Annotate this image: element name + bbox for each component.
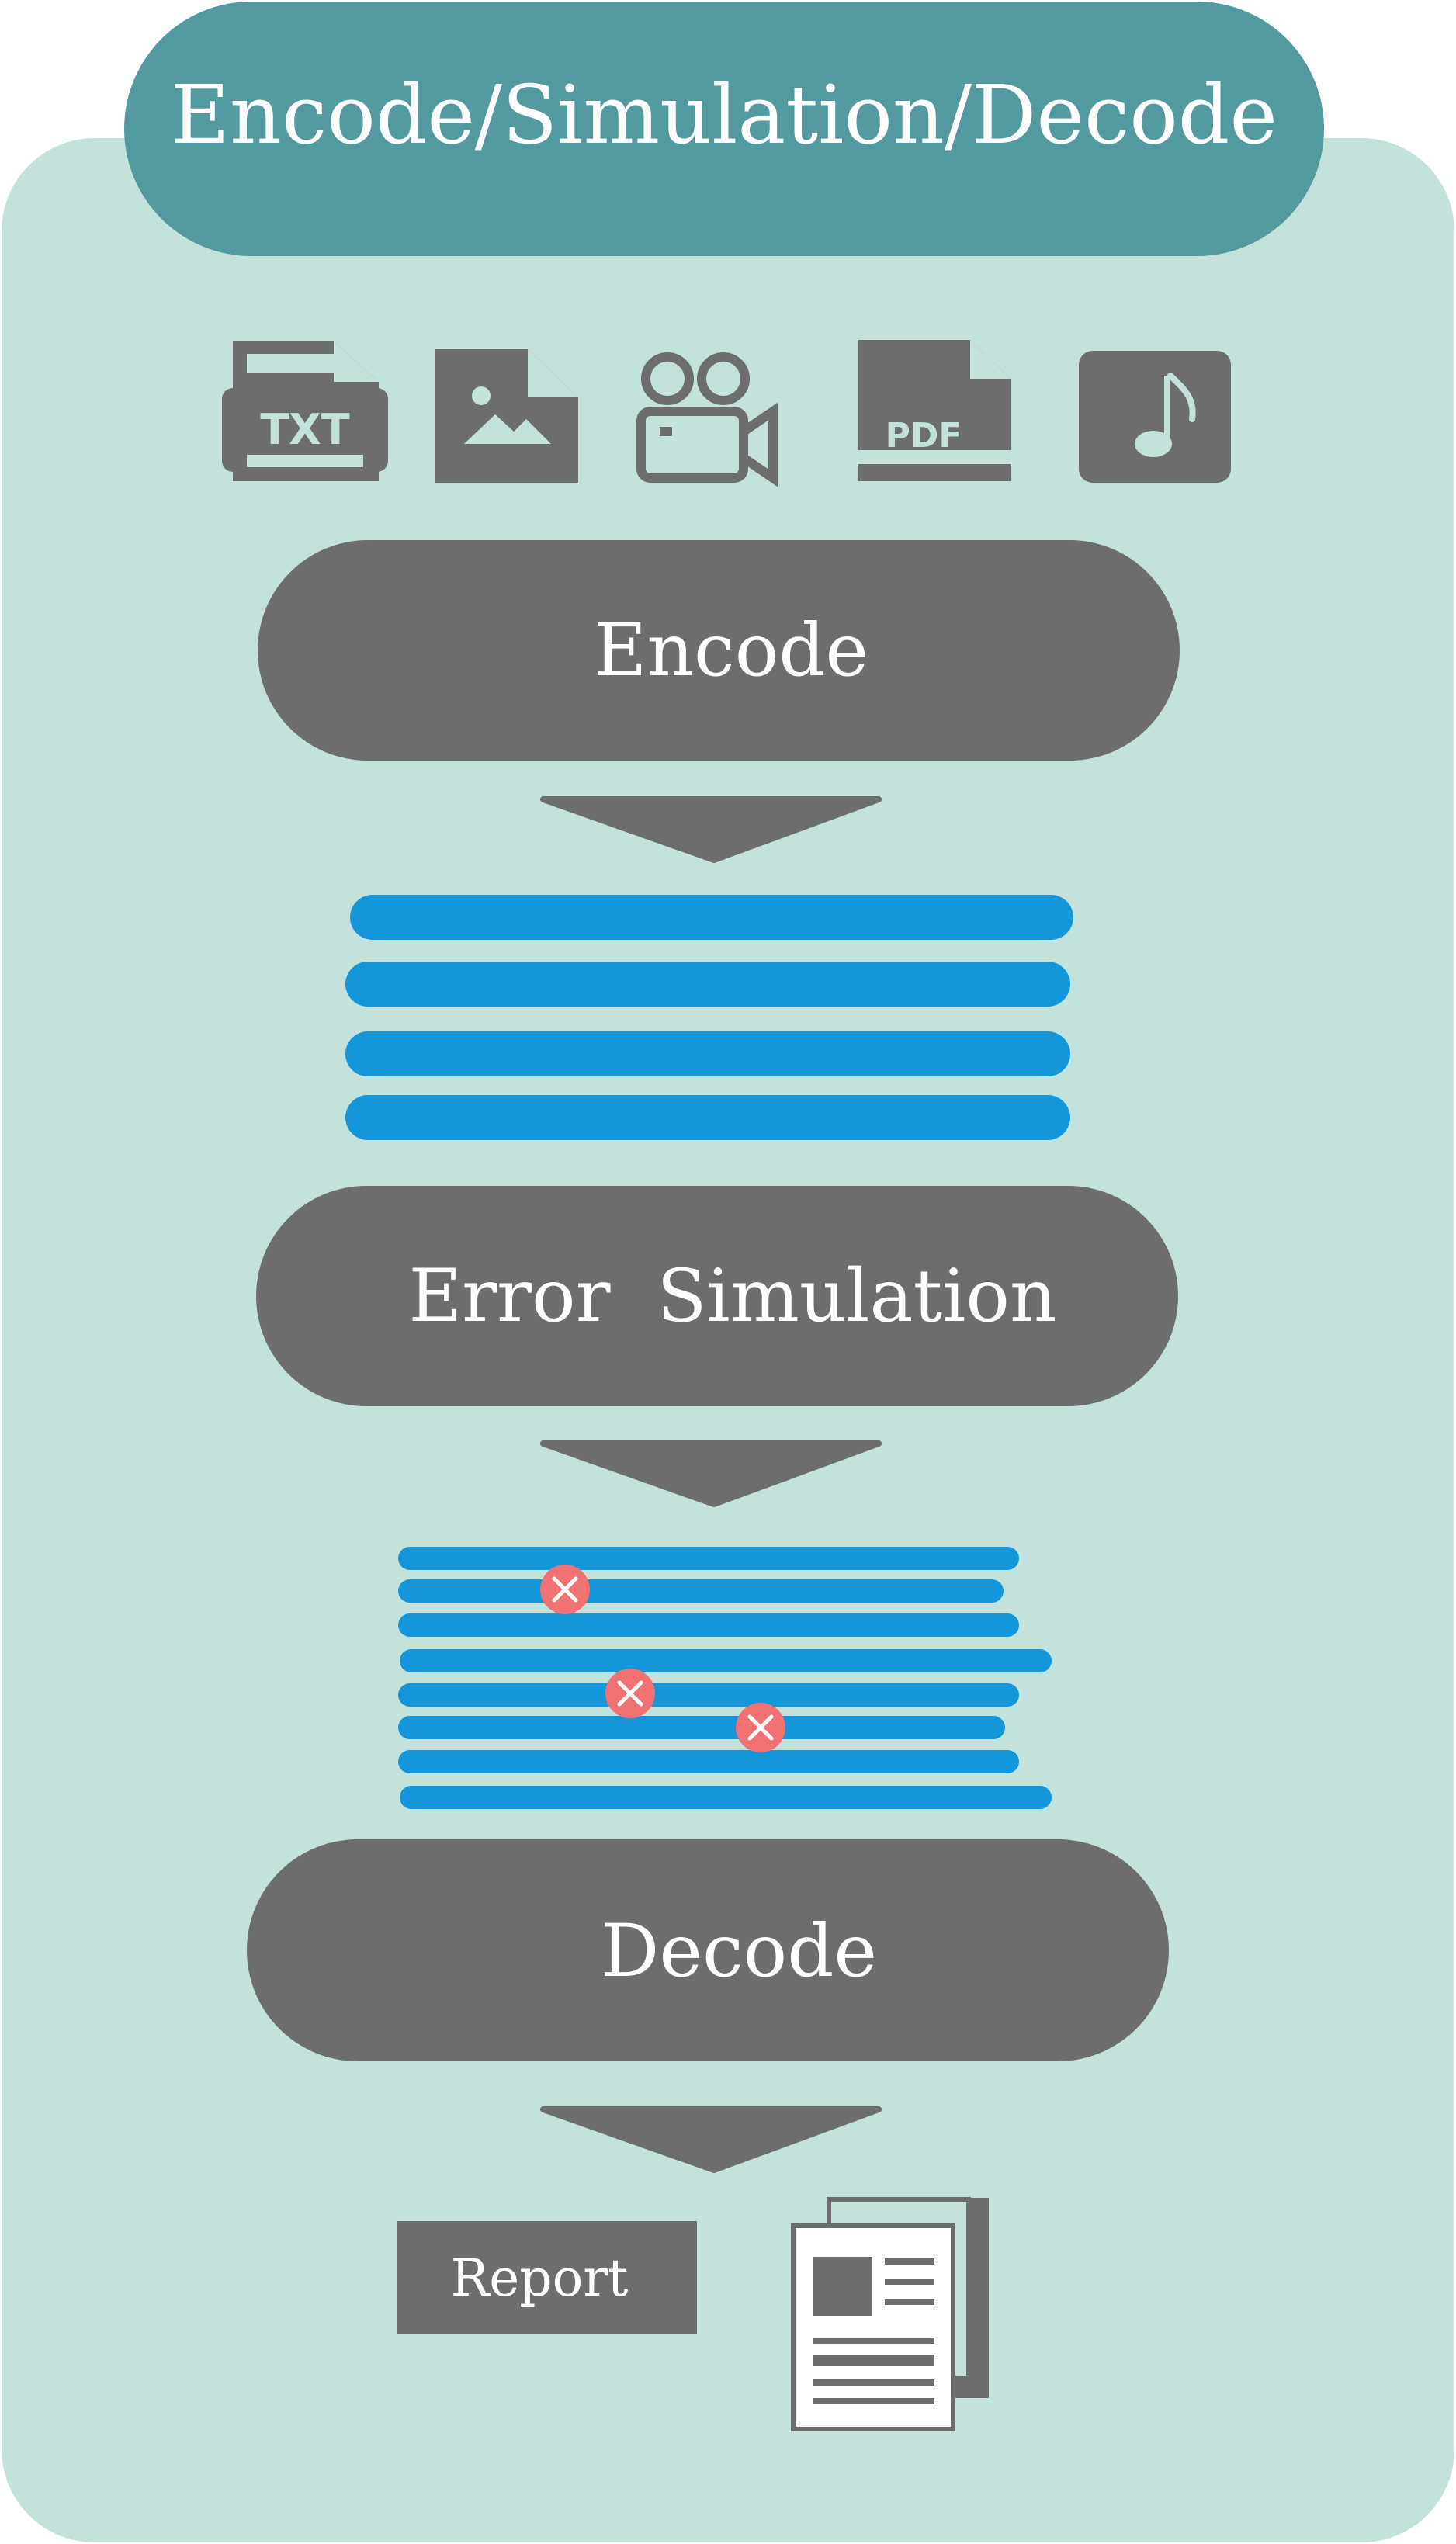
error-simulation-step: Error Simulation (256, 1186, 1178, 1406)
simulated-strands (398, 1547, 1052, 1809)
report-document-icon (791, 2197, 989, 2431)
error-mark-icon (540, 1565, 590, 1614)
encode-step: Encode (258, 540, 1180, 761)
decode-label: Decode (601, 1909, 877, 1994)
pdf-file-icon: PDF (858, 340, 1011, 481)
flow-arrow-3 (540, 2106, 882, 2173)
report-output: Report (397, 2221, 697, 2334)
error-mark-icon (736, 1703, 785, 1752)
encoded-strands (345, 895, 1073, 1140)
decode-pill (247, 1839, 1169, 2061)
error-mark-icon (605, 1669, 655, 1718)
video-camera-icon (636, 352, 778, 487)
title-pill (124, 2, 1324, 256)
flow-arrow-1 (540, 796, 882, 863)
flow-arrow-2 (540, 1440, 882, 1507)
error-marks (540, 1565, 785, 1752)
pdf-icon-label: PDF (886, 416, 962, 456)
decode-step: Decode (247, 1839, 1169, 2061)
error-simulation-pill (256, 1186, 1178, 1406)
error-simulation-label: Error Simulation (409, 1254, 1057, 1339)
report-label: Report (451, 2248, 629, 2308)
diagram-title: Encode/Simulation/Decode (171, 68, 1277, 162)
encode-label: Encode (594, 608, 868, 693)
report-box (397, 2221, 697, 2334)
image-file-icon (435, 349, 578, 483)
title-banner: Encode/Simulation/Decode (124, 2, 1324, 256)
music-note-icon (1079, 351, 1231, 483)
txt-file-icon: TXT (222, 341, 388, 481)
txt-icon-label: TXT (260, 405, 349, 454)
file-type-icons: TXT PDF (222, 340, 1231, 487)
encode-pill (258, 540, 1180, 761)
